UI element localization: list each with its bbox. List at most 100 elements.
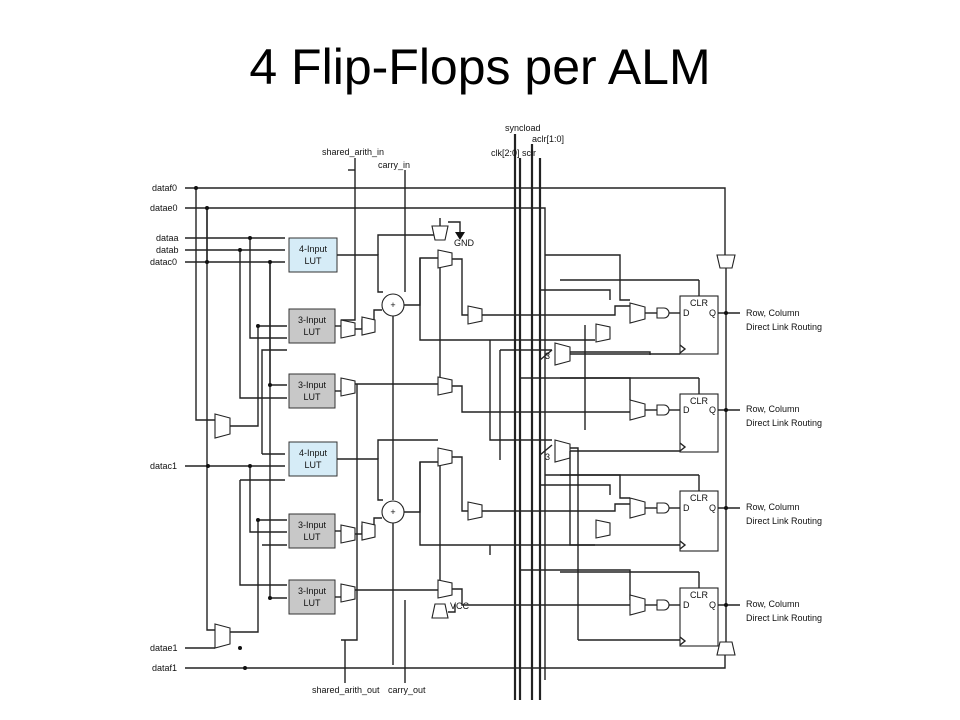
lut-3-label: 3-Input — [298, 380, 327, 390]
ff-control-wires — [560, 279, 700, 641]
slide-title: 4 Flip-Flops per ALM — [249, 39, 711, 95]
lut-6-label: 3-Input — [298, 586, 327, 596]
label-datac0: datac0 — [150, 257, 177, 267]
center-mux-2 — [437, 376, 453, 396]
lut-mux-4 — [340, 524, 356, 544]
ff-d-mux-3 — [629, 497, 646, 519]
lut-4-sublabel: LUT — [304, 460, 322, 470]
ff-4-q: Q — [709, 600, 716, 610]
label-sclr: sclr — [522, 148, 536, 158]
bus-width-top: 3 — [545, 351, 550, 361]
output-2-line2: Direct Link Routing — [746, 418, 822, 428]
flip-flop-3: CLR D Q — [679, 490, 719, 552]
lut-mux-6 — [340, 583, 356, 603]
lut-output-wires — [335, 234, 455, 665]
label-datae1: datae1 — [150, 643, 178, 653]
lut-mux-5 — [361, 521, 376, 541]
bus-width-bottom: 3 — [545, 452, 550, 462]
label-dataf1: dataf1 — [152, 663, 177, 673]
flip-flop-2: CLR D Q — [679, 393, 719, 453]
lut-5-sublabel: LUT — [303, 532, 321, 542]
lut-block-2: 3-Input LUT — [288, 308, 336, 344]
bottom-signal-wires — [344, 600, 406, 683]
label-shared-arith-out: shared_arith_out — [312, 685, 380, 695]
input-mux-bottom — [214, 623, 231, 649]
lut-mux-2 — [361, 316, 376, 336]
lut-1-sublabel: LUT — [304, 256, 322, 266]
ff-d-mux-1 — [629, 302, 646, 324]
q-output-wires — [718, 268, 740, 642]
lut-1-label: 4-Input — [299, 244, 328, 254]
adder-bottom-symbol: + — [390, 507, 395, 517]
vcc-mux: VCC — [431, 601, 470, 619]
lut-3-sublabel: LUT — [303, 392, 321, 402]
lut-block-6: 3-Input LUT — [288, 579, 336, 615]
output-1-line2: Direct Link Routing — [746, 322, 822, 332]
output-labels: Row, Column Direct Link Routing Row, Col… — [746, 308, 822, 623]
output-4-line1: Row, Column — [746, 599, 800, 609]
lut-block-1: 4-Input LUT — [288, 237, 338, 273]
top-signal-wires — [341, 134, 542, 700]
lut-block-3: 3-Input LUT — [288, 373, 336, 409]
ff-2-d: D — [683, 405, 690, 415]
lut-4-label: 4-Input — [299, 448, 328, 458]
center-mux-5 — [467, 305, 483, 325]
label-aclr: aclr[1:0] — [532, 134, 564, 144]
label-datae0: datae0 — [150, 203, 178, 213]
ff-3-q: Q — [709, 503, 716, 513]
clk-mux-bottom: 3 — [539, 439, 571, 463]
output-4-line2: Direct Link Routing — [746, 613, 822, 623]
pre-ff-gates — [645, 307, 680, 611]
ff-input-mux-2 — [595, 519, 611, 539]
flip-flop-4: CLR D Q — [679, 587, 719, 647]
lut-block-4: 4-Input LUT — [288, 441, 338, 477]
label-carry-out: carry_out — [388, 685, 426, 695]
label-carry-in: carry_in — [378, 160, 410, 170]
output-mux-bottom — [716, 641, 736, 656]
input-mux-top — [214, 413, 231, 439]
label-shared-arith-in: shared_arith_in — [322, 147, 384, 157]
label-vcc: VCC — [450, 601, 470, 611]
center-mux-1 — [437, 249, 453, 269]
input-wires — [185, 187, 726, 680]
gnd-mux: GND — [431, 218, 475, 248]
label-datab: datab — [156, 245, 179, 255]
lut-mux-1 — [340, 319, 356, 339]
ff-2-clr: CLR — [690, 396, 709, 406]
ff-d-mux-2 — [629, 399, 646, 421]
ff-input-mux-1 — [595, 323, 611, 343]
center-mux-3 — [437, 447, 453, 467]
ff-2-q: Q — [709, 405, 716, 415]
label-dataa: dataa — [156, 233, 179, 243]
adder-top: + — [381, 293, 405, 317]
center-mux-4 — [437, 579, 453, 599]
label-syncload: syncload — [505, 123, 541, 133]
ff-4-clr: CLR — [690, 590, 709, 600]
adder-top-symbol: + — [390, 300, 395, 310]
lut-2-sublabel: LUT — [303, 327, 321, 337]
ff-3-clr: CLR — [690, 493, 709, 503]
ff-3-d: D — [683, 503, 690, 513]
label-gnd: GND — [454, 238, 475, 248]
output-1-line1: Row, Column — [746, 308, 800, 318]
lut-mux-3 — [340, 377, 356, 397]
ff-1-d: D — [683, 308, 690, 318]
label-dataf0: dataf0 — [152, 183, 177, 193]
output-3-line1: Row, Column — [746, 502, 800, 512]
output-mux-top — [716, 254, 736, 269]
flip-flop-1: CLR D Q — [679, 295, 719, 355]
output-2-line1: Row, Column — [746, 404, 800, 414]
clk-mux-top: 3 — [539, 342, 571, 366]
label-clk: clk[2:0] — [491, 148, 520, 158]
output-3-line2: Direct Link Routing — [746, 516, 822, 526]
lut-block-5: 3-Input LUT — [288, 513, 336, 549]
center-mux-6 — [467, 501, 483, 521]
lut-2-label: 3-Input — [298, 315, 327, 325]
input-junctions — [194, 186, 272, 670]
ff-d-mux-4 — [629, 594, 646, 616]
input-labels: dataf0 datae0 dataa datab datac0 datac1 … — [150, 183, 179, 673]
lut-6-sublabel: LUT — [303, 598, 321, 608]
ff-1-q: Q — [709, 308, 716, 318]
lut-5-label: 3-Input — [298, 520, 327, 530]
